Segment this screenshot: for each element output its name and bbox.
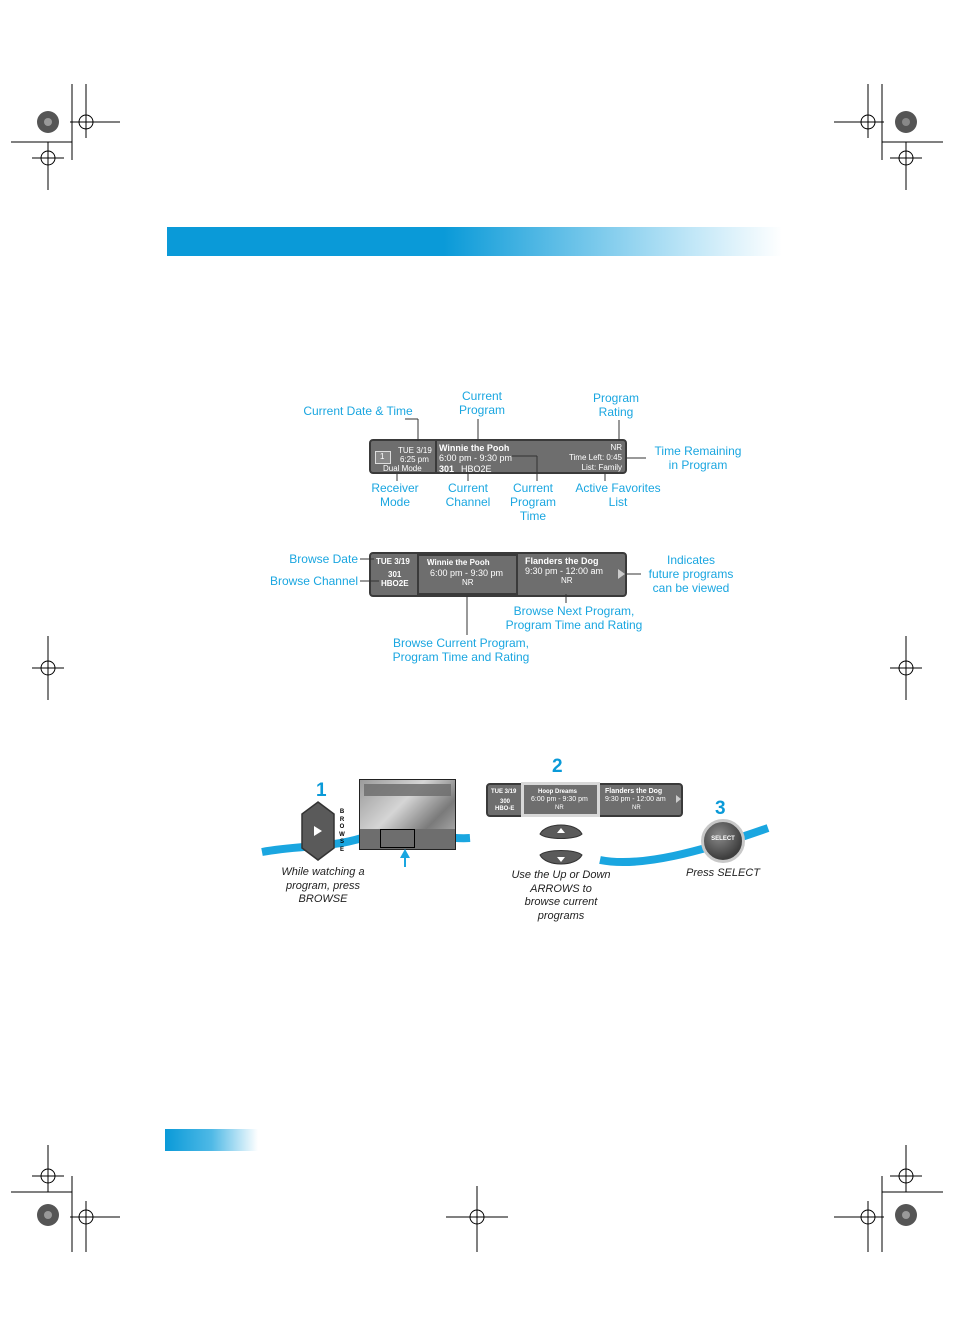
mini-next-title: Flanders the Dog bbox=[605, 788, 663, 795]
program-title: Winnie the Pooh bbox=[439, 443, 510, 453]
up-arrow-button[interactable] bbox=[538, 820, 584, 842]
caret-down-icon bbox=[557, 857, 565, 862]
mini-next-rating: NR bbox=[632, 805, 641, 811]
right-arrow-icon bbox=[618, 569, 625, 579]
channel-number: 301 bbox=[439, 464, 455, 474]
label-browse-channel: Browse Channel bbox=[269, 574, 358, 588]
select-key-label: SELECT bbox=[711, 836, 735, 842]
channel-name: HBO2E bbox=[461, 464, 492, 474]
browse-channel-name: HBO2E bbox=[381, 579, 409, 588]
label-current-program: Current Program bbox=[458, 389, 505, 417]
mini-date: TUE 3/19 bbox=[491, 789, 517, 795]
info-banner: 1 TUE 3/19 6:25 pm Dual Mode Winnie the … bbox=[369, 439, 627, 474]
browse-current-time: 6:00 pm - 9:30 pm bbox=[430, 568, 504, 578]
label-receiver-mode: Receiver Mode bbox=[371, 481, 419, 509]
program-rating: NR bbox=[610, 443, 622, 452]
label-browse-next: Browse Next Program, Program Time and Ra… bbox=[505, 604, 643, 632]
step-1-caption: While watching a program, press BROWSE bbox=[281, 866, 365, 905]
browse-current-rating: NR bbox=[462, 578, 474, 587]
label-current-channel: Current Channel bbox=[445, 481, 491, 509]
section-header-bar bbox=[167, 227, 782, 256]
mini-current-rating: NR bbox=[555, 805, 564, 811]
program-time: 6:00 pm - 9:30 pm bbox=[439, 453, 513, 463]
browse-next-time: 9:30 pm - 12:00 am bbox=[525, 566, 604, 576]
receiver-panel bbox=[371, 441, 437, 472]
select-button[interactable]: SELECT bbox=[701, 819, 745, 863]
mini-channel-name: HBO-E bbox=[495, 806, 515, 812]
mini-highlight-box bbox=[380, 829, 415, 848]
browse-next-title: Flanders the Dog bbox=[525, 556, 599, 566]
step-2-number: 2 bbox=[552, 756, 563, 777]
mini-current-time: 6:00 pm - 9:30 pm bbox=[531, 796, 588, 803]
color-wheel-icon bbox=[37, 111, 917, 1226]
browse-channel-number: 301 bbox=[388, 570, 402, 579]
step-1-number: 1 bbox=[316, 780, 327, 801]
time-left: Time Left: 0:45 bbox=[568, 453, 622, 462]
up-arrow-icon bbox=[400, 849, 410, 858]
play-icon bbox=[314, 826, 322, 836]
receiver-mode: Dual Mode bbox=[383, 464, 422, 473]
mini-current-title: Hoop Dreams bbox=[538, 789, 578, 795]
page-footer-bar bbox=[165, 1129, 258, 1151]
favorites-list: List: Family bbox=[581, 463, 622, 472]
mini-browse-banner: TUE 3/19 300 HBO-E Hoop Dreams 6:00 pm -… bbox=[486, 782, 683, 817]
browse-key-label: B R O W S E bbox=[339, 809, 345, 853]
mini-info-overlay bbox=[364, 784, 451, 796]
mini-next-time: 9:30 pm - 12:00 am bbox=[605, 796, 666, 803]
browse-next-rating: NR bbox=[561, 576, 573, 585]
label-browse-current: Browse Current Program, Program Time and… bbox=[392, 636, 530, 664]
browse-date: TUE 3/19 bbox=[376, 557, 410, 566]
label-program-rating: Program Rating bbox=[592, 391, 639, 419]
label-browse-date: Browse Date bbox=[289, 552, 358, 566]
caret-up-icon bbox=[557, 828, 565, 833]
browse-button[interactable] bbox=[298, 800, 338, 862]
label-time-remaining: Time Remaining in Program bbox=[654, 444, 742, 472]
step-3-number: 3 bbox=[715, 798, 726, 819]
browse-current-title: Winnie the Pooh bbox=[427, 558, 490, 567]
info-date: TUE 3/19 bbox=[398, 446, 432, 455]
down-arrow-button[interactable] bbox=[538, 847, 584, 869]
step-3-caption: Press SELECT bbox=[686, 867, 760, 879]
step-2-caption: Use the Up or Down ARROWS to browse curr… bbox=[511, 869, 611, 922]
label-current-date-time: Current Date & Time bbox=[303, 404, 413, 418]
tv-icon: 1 bbox=[375, 451, 391, 464]
up-arrow-stem bbox=[404, 857, 406, 867]
browse-banner: TUE 3/19 301 HBO2E Winnie the Pooh 6:00 … bbox=[369, 552, 627, 597]
mini-right-arrow-icon bbox=[676, 795, 681, 803]
label-future-programs: Indicates future programs can be viewed bbox=[648, 553, 734, 595]
mini-channel-number: 300 bbox=[500, 799, 511, 805]
mini-current-cell: Hoop Dreams 6:00 pm - 9:30 pm NR bbox=[521, 782, 600, 817]
tv-screen-photo bbox=[359, 779, 456, 850]
label-current-program-time: Current Program Time bbox=[509, 481, 556, 523]
receiver-number: 1 bbox=[380, 452, 385, 461]
info-time: 6:25 pm bbox=[400, 455, 429, 464]
browse-current-cell: Winnie the Pooh 6:00 pm - 9:30 pm NR bbox=[417, 554, 518, 595]
mini-browse-overlay bbox=[360, 829, 455, 849]
label-active-favorites: Active Favorites List bbox=[575, 481, 661, 509]
